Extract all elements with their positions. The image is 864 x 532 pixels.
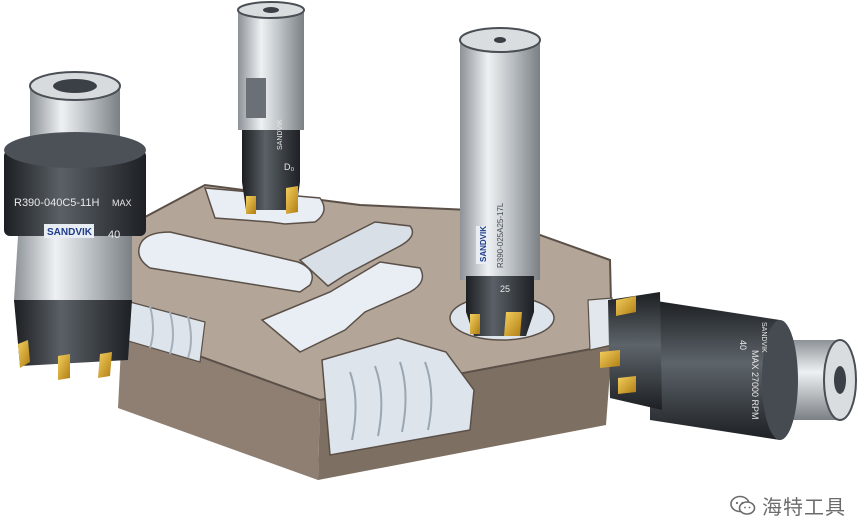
- left-model-label: R390-040C5-11H: [14, 197, 99, 209]
- insert: [98, 352, 112, 378]
- workpiece: [118, 183, 614, 480]
- svg-text:SANDVIK: SANDVIK: [47, 227, 93, 238]
- insert: [58, 354, 70, 380]
- top-brand-label: SANDVIK: [277, 119, 284, 150]
- center-diameter-label: 25: [500, 284, 510, 294]
- trough-left: [138, 231, 313, 293]
- right-rpm-label: MAX 27000 RPM: [750, 350, 760, 420]
- top-end-mill: SANDVIK D₀: [237, 1, 305, 214]
- left-face-mill: R390-040C5-11H MAX SANDVIK 40: [4, 71, 146, 380]
- top-diameter-label: D₀: [284, 162, 294, 172]
- insert: [470, 314, 480, 334]
- front-pocket: [321, 337, 475, 456]
- workpiece-front-face: [118, 328, 320, 480]
- slot-center: [260, 261, 424, 353]
- left-diameter-label: 40: [108, 229, 120, 241]
- svg-text:SANDVIK: SANDVIK: [479, 226, 488, 262]
- right-face-mill: MAX 27000 RPM 40 SANDVIK: [600, 292, 857, 440]
- left-max-label: MAX: [112, 198, 132, 208]
- center-shank-mill: SANDVIK R390-025A25-17L 25: [459, 27, 541, 336]
- watermark-text: 海特工具: [762, 495, 846, 519]
- left-scallop-marks: [149, 305, 192, 359]
- wechat-icon: [730, 495, 756, 515]
- left-brand-logo: SANDVIK: [44, 224, 94, 238]
- insert: [246, 196, 256, 214]
- channel-diagonal: [298, 221, 414, 287]
- insert: [18, 340, 30, 368]
- watermark: 海特工具: [730, 491, 846, 520]
- insert: [504, 312, 522, 336]
- center-brand-logo: SANDVIK: [476, 226, 490, 264]
- scallop-marks: [349, 361, 433, 441]
- right-brand-label: SANDVIK: [760, 322, 767, 353]
- right-diameter-label: 40: [738, 340, 748, 350]
- insert: [286, 186, 298, 214]
- center-model-label: R390-025A25-17L: [496, 202, 505, 268]
- insert: [616, 296, 636, 316]
- insert: [600, 350, 620, 368]
- insert: [618, 376, 636, 394]
